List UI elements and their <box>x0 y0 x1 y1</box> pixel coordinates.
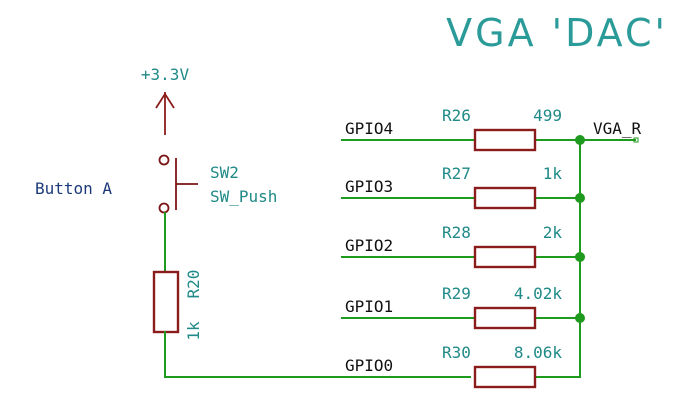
r20-ref: R20 <box>184 270 203 299</box>
resistor-value: 499 <box>533 106 562 125</box>
push-switch-sw2 <box>158 154 198 214</box>
gpio-label: GPIO0 <box>345 356 393 375</box>
power-label: +3.3V <box>141 65 190 84</box>
gpio-label: GPIO3 <box>345 177 393 196</box>
r20-value: 1k <box>184 321 203 341</box>
wire-r20-to-gpio0 <box>164 331 471 378</box>
button-net-label: Button A <box>35 179 112 198</box>
ladder-row-r27: GPIO3 R27 1k <box>341 164 585 210</box>
resistor-ref: R29 <box>442 284 471 303</box>
net-label-anchor <box>633 137 639 143</box>
gpio-label: GPIO2 <box>345 236 393 255</box>
resistor-value: 2k <box>543 223 563 242</box>
switch-value: SW_Push <box>210 187 277 206</box>
ladder-row-r28: GPIO2 R28 2k <box>341 223 585 269</box>
resistor-ref: R26 <box>442 106 471 125</box>
vga-r-label: VGA_R <box>593 119 642 138</box>
resistor-r20 <box>152 270 180 334</box>
resistor-r28 <box>473 245 537 269</box>
resistor-r30 <box>473 365 537 389</box>
resistor-value: 8.06k <box>514 343 563 362</box>
resistor-r29 <box>473 306 537 330</box>
ladder-row-r30: GPIO0 R30 8.06k <box>345 343 581 389</box>
gpio-label: GPIO4 <box>345 119 393 138</box>
resistor-ref: R30 <box>442 343 471 362</box>
resistor-r27 <box>473 186 537 210</box>
resistor-ref: R28 <box>442 223 471 242</box>
ladder-row-r29: GPIO1 R29 4.02k <box>341 284 585 330</box>
diagram-title: VGA 'DAC' <box>446 11 668 55</box>
ladder-row-r26: GPIO4 R26 499 <box>341 106 585 152</box>
resistor-value: 1k <box>543 164 563 183</box>
resistor-ref: R27 <box>442 164 471 183</box>
resistor-r26 <box>473 128 537 152</box>
power-symbol <box>155 92 175 135</box>
gpio-label: GPIO1 <box>345 297 393 316</box>
resistor-value: 4.02k <box>514 284 563 303</box>
switch-ref: SW2 <box>210 163 239 182</box>
